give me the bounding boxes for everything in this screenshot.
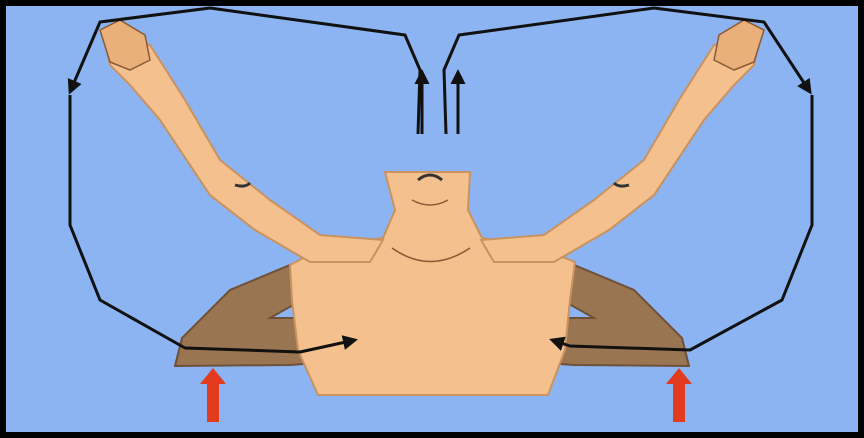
arm-movement-illustration	[0, 0, 864, 438]
illustration-frame	[0, 0, 864, 438]
